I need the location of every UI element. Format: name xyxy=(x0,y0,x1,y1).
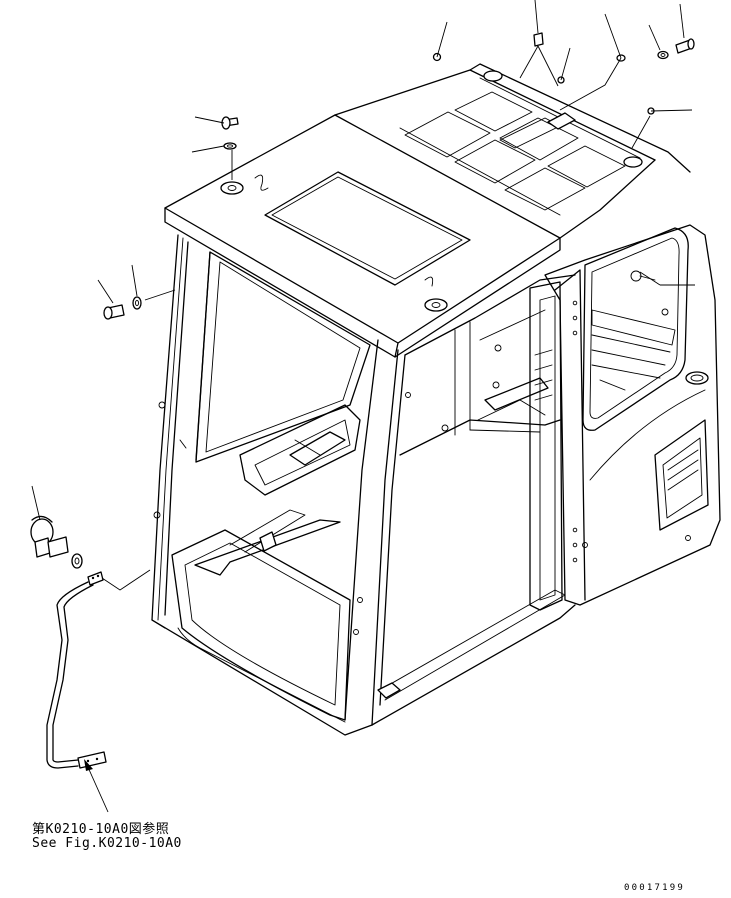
cab-door xyxy=(529,224,721,611)
roof-fasteners xyxy=(432,0,695,149)
front-right-pillar xyxy=(344,339,411,726)
front-left-pillar xyxy=(151,234,211,629)
reference-note-japanese: 第K0210-10A0図参照 xyxy=(32,822,170,837)
front-window-frame xyxy=(195,251,371,496)
reference-note-english: See Fig.K0210-10A0 xyxy=(32,836,182,851)
wiper-parts xyxy=(30,485,151,813)
cab-interior xyxy=(399,274,576,456)
cab-roof xyxy=(164,63,691,358)
lower-front-opening xyxy=(171,509,351,723)
misc-leaders xyxy=(639,271,695,286)
drawing-number: 00017199 xyxy=(624,883,685,893)
roof-bolt-left xyxy=(191,116,239,180)
side-bolt-washer xyxy=(97,264,176,320)
cab-floor xyxy=(151,589,576,736)
